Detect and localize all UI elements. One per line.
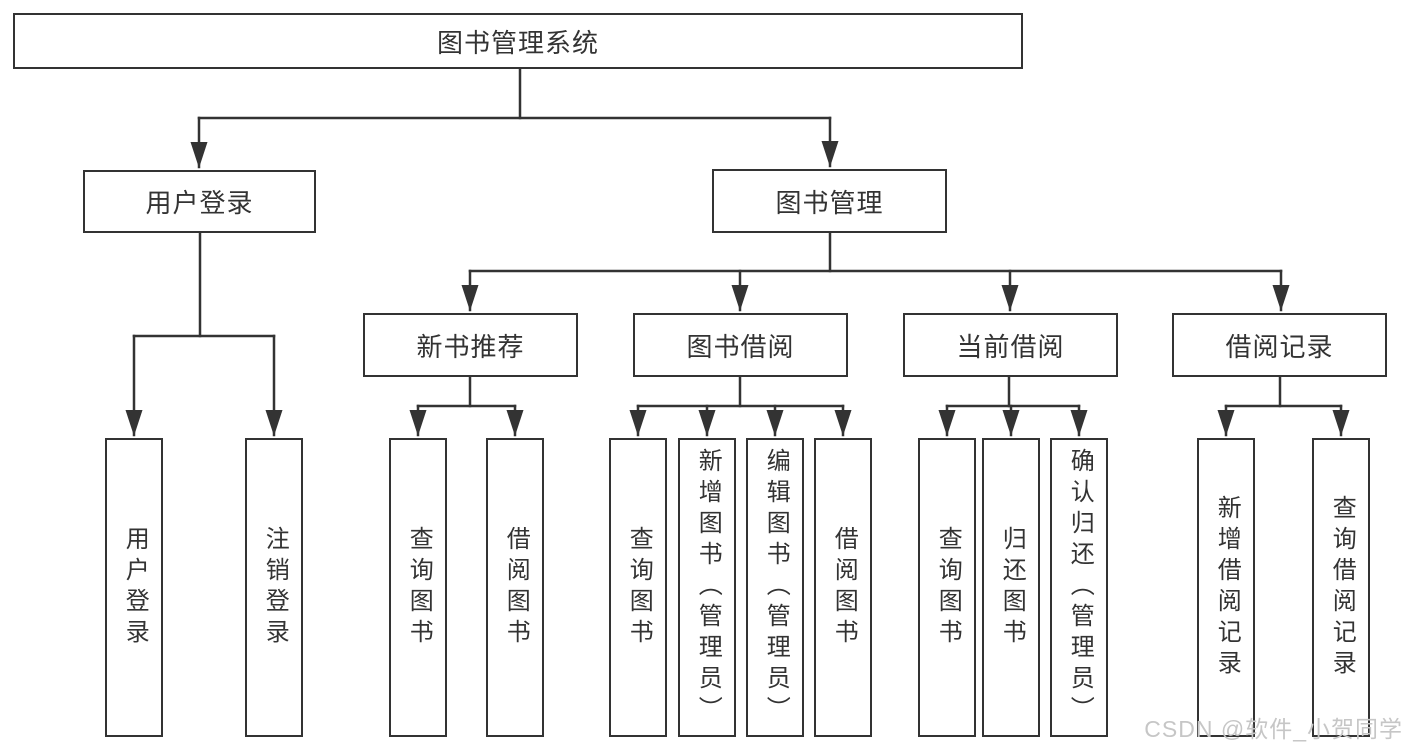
leaf-label: 新增借阅记录 (1213, 494, 1241, 681)
node-new-book-recommendation: 新书推荐 (363, 313, 578, 377)
leaf-label: 编辑图书（管理员） (762, 448, 790, 727)
leaf-label: 借阅图书 (502, 525, 530, 650)
node-borrowing-records: 借阅记录 (1172, 313, 1387, 377)
leaf-query-borrow-record: 查询借阅记录 (1312, 438, 1370, 737)
leaf-confirm-return-admin: 确认归还（管理员） (1050, 438, 1108, 737)
node-library-management-system: 图书管理系统 (13, 13, 1023, 69)
leaf-user-login: 用户登录 (105, 438, 163, 737)
leaf-edit-book-admin: 编辑图书（管理员） (746, 438, 804, 737)
leaf-add-borrow-record: 新增借阅记录 (1197, 438, 1255, 737)
leaf-query-books: 查询图书 (389, 438, 447, 737)
leaf-label: 查询图书 (405, 525, 433, 650)
leaf-label: 查询图书 (625, 525, 653, 650)
leaf-borrow-books: 借阅图书 (814, 438, 872, 737)
leaf-return-book: 归还图书 (982, 438, 1040, 737)
leaf-label: 查询图书 (934, 525, 962, 650)
leaf-logout: 注销登录 (245, 438, 303, 737)
leaf-label: 新增图书（管理员） (694, 448, 722, 727)
leaf-label: 注销登录 (261, 525, 289, 650)
leaf-label: 用户登录 (121, 525, 149, 650)
node-book-management: 图书管理 (712, 169, 947, 233)
leaf-label: 查询借阅记录 (1328, 494, 1356, 681)
node-book-borrowing: 图书借阅 (633, 313, 848, 377)
leaf-add-book-admin: 新增图书（管理员） (678, 438, 736, 737)
watermark: CSDN @软件_小贺同学 (1144, 716, 1403, 742)
leaf-label: 确认归还（管理员） (1066, 448, 1094, 727)
leaf-query-books: 查询图书 (918, 438, 976, 737)
leaf-label: 借阅图书 (830, 525, 858, 650)
node-current-borrowing: 当前借阅 (903, 313, 1118, 377)
leaf-borrow-books: 借阅图书 (486, 438, 544, 737)
node-user-login: 用户登录 (83, 170, 316, 233)
leaf-query-books: 查询图书 (609, 438, 667, 737)
leaf-label: 归还图书 (998, 525, 1026, 650)
